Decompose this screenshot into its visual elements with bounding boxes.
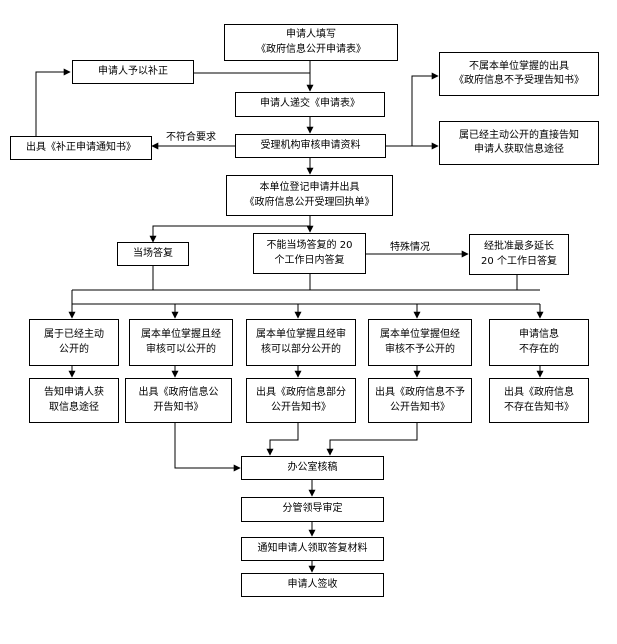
node-within20: 不能当场答复的 20 个工作日内答复 xyxy=(253,233,366,274)
arrow-supplement-to-correct xyxy=(35,68,71,136)
label-not-meet: 不符合要求 xyxy=(166,132,216,143)
node-cat5: 申请信息 不存在的 xyxy=(489,319,589,366)
node-already-public: 属已经主动公开的直接告知 申请人获取信息途径 xyxy=(439,121,599,165)
node-office: 办公室核稿 xyxy=(241,456,384,480)
node-cat3: 属本单位掌握且经审 核可以部分公开的 xyxy=(246,319,356,366)
arrow-review-to-not-accept xyxy=(386,72,439,147)
node-immediate: 当场答复 xyxy=(117,242,189,266)
node-extend: 经批准最多延长 20 个工作日答复 xyxy=(469,234,569,275)
node-out5: 出具《政府信息 不存在告知书》 xyxy=(489,378,589,423)
node-fill-form: 申请人填写 《政府信息公开申请表》 xyxy=(224,24,398,61)
node-out4: 出具《政府信息不予 公开告知书》 xyxy=(368,378,472,423)
node-out3: 出具《政府信息部分 公开告知书》 xyxy=(246,378,356,423)
node-cat4: 属本单位掌握但经 审核不予公开的 xyxy=(368,319,472,366)
arrow-register-to-immediate xyxy=(149,216,311,243)
node-register: 本单位登记申请并出具 《政府信息公开受理回执单》 xyxy=(226,175,393,216)
node-cat2: 属本单位掌握且经 审核可以公开的 xyxy=(129,319,233,366)
node-submit: 申请人递交《申请表》 xyxy=(235,92,385,117)
node-out2: 出具《政府信息公 开告知书》 xyxy=(125,378,232,423)
node-review: 受理机构审核申请资料 xyxy=(235,134,386,158)
node-not-accept: 不属本单位掌握的出具 《政府信息不予受理告知书》 xyxy=(439,52,599,96)
arrow-out2-to-office xyxy=(174,423,241,472)
label-special: 特殊情况 xyxy=(390,242,430,253)
node-cat1: 属于已经主动 公开的 xyxy=(29,319,119,366)
node-out1: 告知申请人获 取信息途径 xyxy=(29,378,119,423)
node-notify: 通知申请人领取答复材料 xyxy=(241,537,384,561)
node-leader: 分管领导审定 xyxy=(241,497,384,522)
node-correct: 申请人予以补正 xyxy=(72,60,194,84)
node-sign: 申请人签收 xyxy=(241,573,384,597)
arrow-out4-to-office xyxy=(326,423,418,456)
arrow-out3-to-office xyxy=(266,423,299,456)
node-supplement-notice: 出具《补正申请通知书》 xyxy=(10,136,152,160)
